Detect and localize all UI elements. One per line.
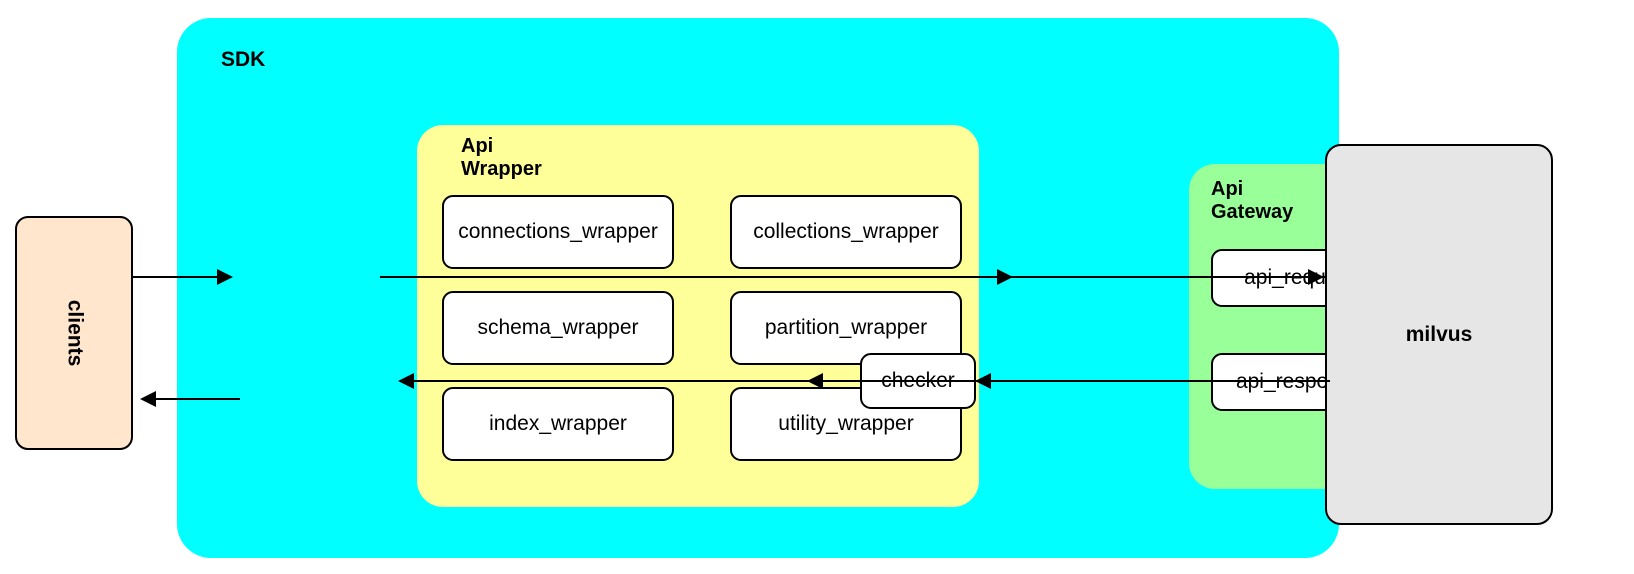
collections-wrapper-box[interactable]: collections_wrapper: [730, 195, 962, 269]
sdk-container: SDK Api Wrapper connections_wrapper coll…: [177, 18, 1415, 558]
index-wrapper-box[interactable]: index_wrapper: [442, 387, 674, 461]
arrow-head-left-icon: [398, 373, 414, 389]
milvus-box[interactable]: milvus: [1325, 144, 1553, 525]
arrow-head-left-icon: [140, 391, 156, 407]
clients-box[interactable]: clients: [15, 216, 133, 450]
api-wrapper-container: Api Wrapper connections_wrapper collecti…: [417, 125, 979, 507]
utility-wrapper-box[interactable]: utility_wrapper: [730, 387, 962, 461]
collections-wrapper-label: collections_wrapper: [753, 220, 939, 243]
api-gateway-label: Api Gateway: [1211, 178, 1294, 223]
arrow-line: [177, 276, 224, 278]
schema-wrapper-label: schema_wrapper: [477, 316, 639, 339]
arrow-line: [1300, 380, 1330, 382]
arrow-line: [155, 398, 181, 400]
index-wrapper-label: index_wrapper: [489, 412, 627, 435]
arrow-line: [133, 276, 179, 278]
partition-wrapper-box[interactable]: partition_wrapper: [730, 291, 962, 365]
arrow-line: [380, 276, 1339, 278]
arrow-head-right-icon: [1308, 269, 1324, 285]
sdk-label: SDK: [221, 48, 266, 71]
schema-wrapper-box[interactable]: schema_wrapper: [442, 291, 674, 365]
utility-wrapper-label: utility_wrapper: [778, 412, 914, 435]
connections-wrapper-box[interactable]: connections_wrapper: [442, 195, 674, 269]
partition-wrapper-label: partition_wrapper: [764, 316, 928, 339]
api-wrapper-label: Api Wrapper: [461, 135, 542, 180]
clients-label: clients: [63, 299, 86, 367]
connections-wrapper-label: connections_wrapper: [458, 220, 658, 243]
arrow-line: [407, 380, 1339, 382]
milvus-label: milvus: [1405, 322, 1473, 346]
arrow-head-right-icon: [217, 269, 233, 285]
arrow-line: [177, 398, 240, 400]
